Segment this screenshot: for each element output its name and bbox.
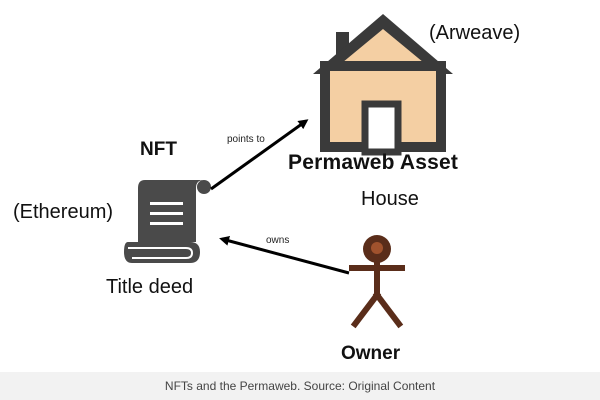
nft-title: NFT [140, 139, 177, 160]
diagram: NFT (Ethereum) Title deed Permaweb Asset… [13, 14, 521, 364]
arrow-points-to [210, 119, 309, 191]
scroll-document-icon [124, 180, 211, 263]
figure-caption: NFTs and the Permaweb. Source: Original … [0, 372, 600, 400]
house-icon [313, 14, 453, 156]
house-label: House [361, 188, 419, 210]
stick-figure-owner-icon [349, 235, 405, 329]
owner-title: Owner [341, 343, 401, 364]
nft-title-deed-label: Title deed [106, 276, 194, 298]
permaweb-asset-title: Permaweb Asset [288, 151, 459, 174]
arrow-owns [219, 235, 350, 275]
edge-label-owns: owns [266, 235, 290, 246]
nft-chain-label: (Ethereum) [13, 201, 114, 223]
arweave-chain-label: (Arweave) [429, 22, 521, 44]
diagram-canvas [124, 14, 453, 329]
edge-label-points-to: points to [227, 134, 265, 145]
